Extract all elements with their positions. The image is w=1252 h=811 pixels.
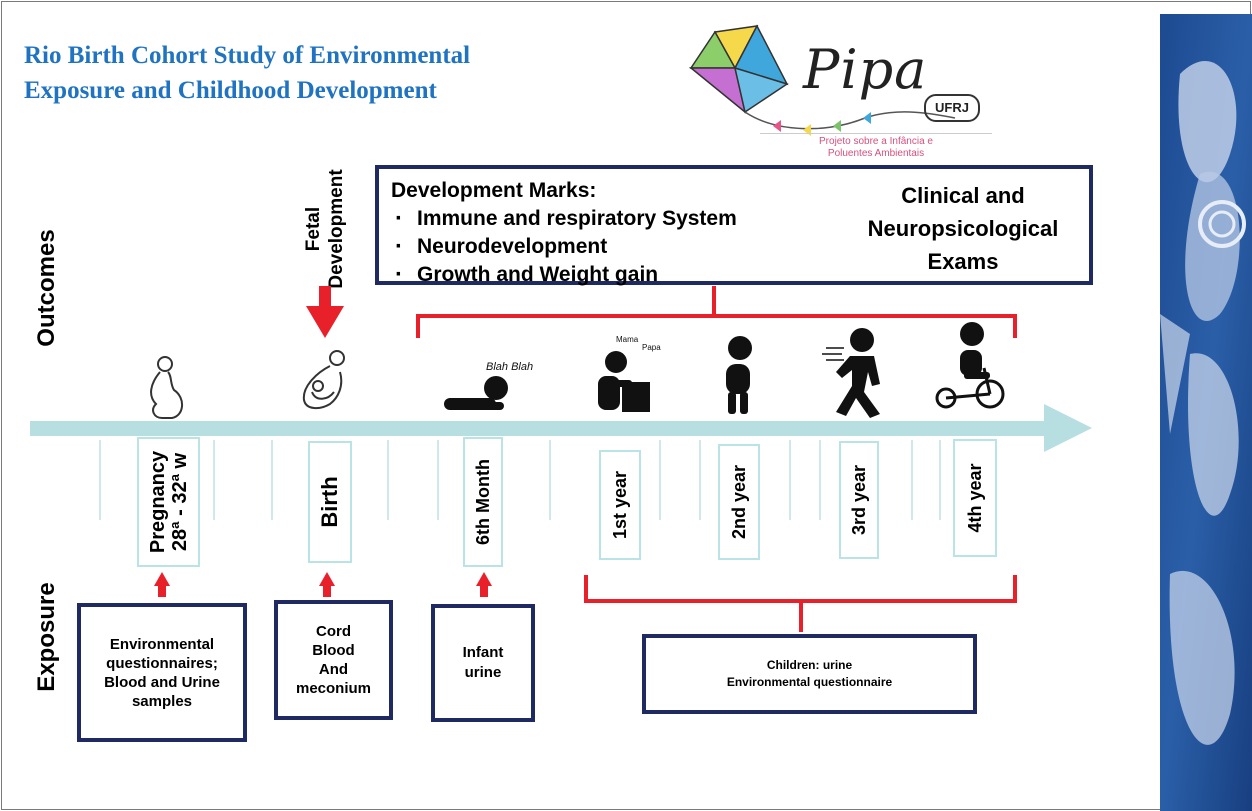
timeline-label-birth: Birth: [308, 441, 352, 563]
timeline-label-1st-year: 1st year: [599, 450, 641, 560]
year1-text: 1st year: [610, 470, 630, 540]
logo-subtitle: Projeto sobre a Infância e Poluentes Amb…: [760, 133, 992, 160]
exposure-box4-line-2: Environmental questionnaire: [726, 675, 893, 689]
papa-text: Papa: [642, 343, 661, 352]
pregnancy-text: Pregnancy 28ª - 32ª w: [147, 451, 191, 553]
title-line-2: Exposure and Childhood Development: [24, 77, 437, 104]
figure-title: Rio Birth Cohort Study of Environmental …: [24, 38, 470, 108]
small-child-icon: [726, 336, 752, 414]
exposure-up-arrows: [154, 572, 492, 597]
year2-text: 2nd year: [729, 464, 749, 540]
development-item: Immune and respiratory System: [391, 205, 737, 233]
exposure-box-birth-text: Cord Blood And meconium: [296, 622, 371, 698]
timeline-arrow-icon: [30, 404, 1092, 452]
timeline-label-4th-year: 4th year: [953, 439, 997, 557]
babble-text: Blah Blah: [486, 361, 533, 373]
exposure-box3-line-1: Infant: [462, 644, 504, 661]
development-marks-box: Development Marks: Immune and respirator…: [375, 165, 1093, 289]
exposure-box4-line-1: Children: urine: [766, 658, 853, 672]
development-item: Neurodevelopment: [391, 233, 737, 261]
exposure-box2-line-4: meconium: [295, 680, 371, 697]
exposure-box1-line-4: samples: [131, 692, 193, 710]
pregnancy-line-1: Pregnancy: [146, 450, 169, 554]
development-list: Development Marks: Immune and respirator…: [391, 177, 737, 289]
exposure-box-birth: Cord Blood And meconium: [274, 600, 393, 720]
exposure-box-infant-text: Infant urine: [463, 643, 504, 683]
top-bracket-icon: [416, 286, 1017, 338]
exposure-box1-line-1: Environmental: [109, 635, 215, 653]
exposure-box-pregnancy-text: Environmental questionnaires; Blood and …: [104, 635, 220, 711]
exposure-box3-line-2: urine: [464, 664, 502, 681]
tricycle-icon: [935, 367, 1005, 409]
pregnant-woman-icon: [150, 356, 183, 419]
logo-subtitle-line-1: Projeto sobre a Infância e: [819, 136, 933, 147]
exposure-box-children-text: Children: urine Environmental questionna…: [727, 657, 892, 691]
clinical-exams-text: Clinical and Neuropsicological Exams: [843, 179, 1083, 278]
timeline-label-pregnancy: Pregnancy 28ª - 32ª w: [137, 437, 200, 567]
timeline-label-6th-month: 6th Month: [463, 437, 503, 567]
logo-wordmark: Pipa: [803, 38, 928, 101]
exposure-box2-line-1: Cord: [315, 623, 351, 640]
logo-subtitle-line-2: Poluentes Ambientais: [827, 148, 925, 159]
bottom-bracket-icon: [584, 575, 1017, 632]
crawling-baby-icon: [444, 376, 508, 410]
mother-baby-icon: [302, 350, 345, 410]
exposure-box-children: Children: urine Environmental questionna…: [642, 634, 977, 714]
mama-text: Mama: [616, 335, 639, 344]
month6-text: 6th Month: [473, 459, 493, 545]
exposure-box2-line-2: Blood: [312, 642, 355, 659]
tricycle-child-icon: [960, 322, 990, 379]
clinical-line-1: Clinical and: [901, 183, 1025, 208]
logo-badge: UFRJ: [924, 94, 980, 122]
year4-text: 4th year: [965, 463, 985, 533]
year3-text: 3rd year: [849, 464, 869, 536]
toddler-box-icon: [598, 351, 650, 412]
exposure-box1-line-2: questionnaires;: [106, 654, 218, 672]
fetal-down-arrow-icon: [306, 286, 344, 338]
birth-text: Birth: [317, 476, 342, 528]
clinical-line-2: Neuropsicological: [867, 216, 1059, 241]
motion-lines-icon: [822, 347, 844, 361]
kite-logo-icon: [688, 24, 956, 136]
exposure-box1-line-3: Blood and Urine: [104, 673, 220, 691]
exposure-box-pregnancy: Environmental questionnaires; Blood and …: [77, 603, 247, 742]
timeline-label-2nd-year: 2nd year: [718, 444, 760, 560]
clinical-line-3: Exams: [927, 249, 999, 274]
statue-photo-icon: [1160, 14, 1252, 811]
exposure-box-infant: Infant urine: [431, 604, 535, 722]
running-child-icon: [836, 328, 880, 418]
timeline-ticks: [99, 440, 941, 520]
exposure-box2-line-3: And: [318, 661, 349, 678]
pregnancy-line-2: 28ª - 32ª w: [168, 452, 191, 552]
development-item: Growth and Weight gain: [391, 261, 737, 289]
title-line-1: Rio Birth Cohort Study of Environmental: [24, 42, 471, 69]
timeline-label-3rd-year: 3rd year: [839, 441, 879, 559]
development-heading: Development Marks:: [391, 179, 597, 202]
